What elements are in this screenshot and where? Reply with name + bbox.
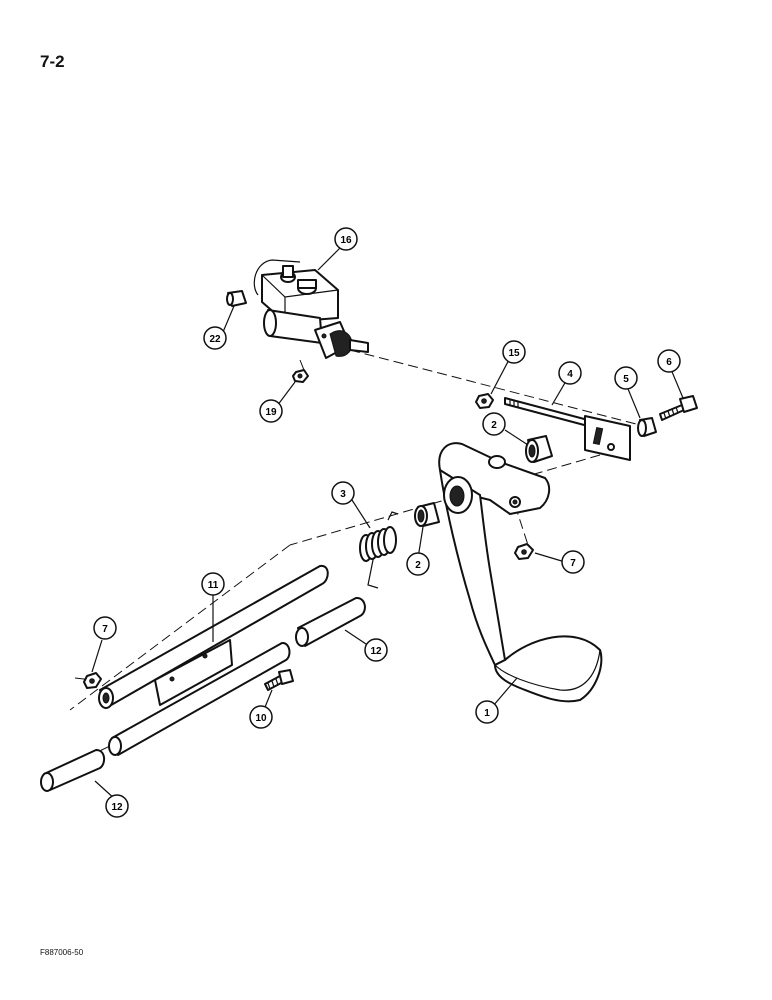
- pedal-shaft: [98, 564, 329, 709]
- lower-shaft: [108, 642, 291, 756]
- callout-19: 19: [259, 399, 283, 423]
- callout-label-3: 3: [340, 489, 346, 500]
- callout-3: 3: [331, 481, 355, 505]
- callout-label-15: 15: [508, 348, 520, 359]
- bushing-2-upper: [525, 435, 553, 463]
- figure-code: F887006-50: [40, 948, 84, 957]
- return-spring: [359, 511, 399, 589]
- callout-label-19: 19: [265, 407, 277, 418]
- callout-label-22: 22: [209, 334, 221, 345]
- nut-7-right: [514, 543, 534, 560]
- callout-10: 10: [249, 705, 273, 729]
- callout-label-5: 5: [623, 374, 629, 385]
- callout-11: 11: [201, 572, 225, 596]
- callout-2-lower: 2: [406, 552, 430, 576]
- callout-4: 4: [558, 361, 582, 385]
- callout-label-7-right: 7: [570, 558, 576, 569]
- callout-label-1: 1: [484, 708, 490, 719]
- callout-label-2-lower: 2: [415, 560, 421, 571]
- callout-label-10: 10: [255, 713, 267, 724]
- callout-16: 16: [334, 227, 358, 251]
- callout-15: 15: [502, 340, 526, 364]
- callout-label-2-upper: 2: [491, 420, 497, 431]
- callout-1: 1: [475, 700, 499, 724]
- master-cylinder: [253, 259, 369, 359]
- bushing-2-lower: [414, 502, 440, 527]
- callout-label-7-left: 7: [102, 624, 108, 635]
- bolt-10: [264, 669, 294, 691]
- callout-label-11: 11: [208, 580, 219, 591]
- bolt-6: [659, 395, 698, 421]
- page-number: 7-2: [40, 52, 65, 71]
- callout-2-upper: 2: [482, 412, 506, 436]
- nut-19: [292, 369, 309, 383]
- callout-7-left: 7: [93, 616, 117, 640]
- callout-label-6: 6: [666, 357, 672, 368]
- sleeve-12-upper: [295, 597, 366, 647]
- callout-7-right: 7: [561, 550, 585, 574]
- callout-12-lower: 12: [105, 794, 129, 818]
- plug-22: [226, 290, 247, 307]
- brake-pedal: [438, 442, 603, 703]
- callout-label-12-upper: 12: [370, 646, 382, 657]
- sleeve-12-lower: [40, 749, 106, 792]
- push-rod: [504, 397, 631, 461]
- callout-22: 22: [203, 326, 227, 350]
- bushing-5: [637, 417, 657, 437]
- callout-label-4: 4: [567, 369, 573, 380]
- callout-label-12-lower: 12: [111, 802, 123, 813]
- callout-5: 5: [614, 366, 638, 390]
- nut-15: [475, 393, 494, 409]
- nut-7-left: [83, 672, 102, 689]
- callout-6: 6: [657, 349, 681, 373]
- callout-label-16: 16: [340, 235, 352, 246]
- callout-12-upper: 12: [364, 638, 388, 662]
